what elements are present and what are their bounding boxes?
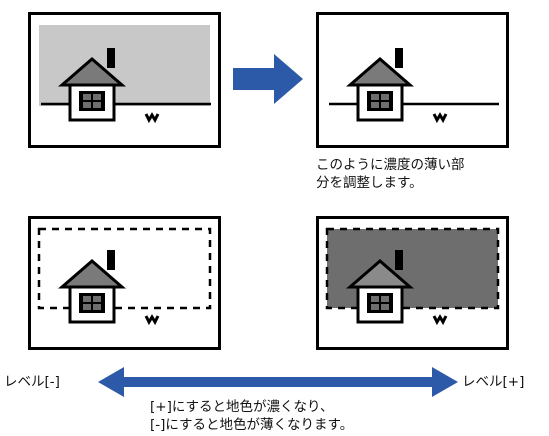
level-plus-label: レベル[+]: [462, 374, 525, 390]
grass-icon: [144, 112, 160, 124]
grass-icon: [432, 112, 448, 124]
house-icon: [57, 250, 127, 324]
house-icon: [345, 250, 415, 324]
double-arrow-icon: [98, 367, 458, 397]
top-caption: このように濃度の薄い部 分を調整します。: [316, 157, 465, 191]
grass-icon: [432, 314, 448, 326]
original-image-panel: [28, 12, 221, 148]
house-icon: [345, 48, 415, 122]
level-minus-label: レベル[-]: [4, 374, 60, 390]
grass-icon: [144, 314, 160, 326]
level-minus-panel: [28, 216, 221, 350]
light-background-area: [39, 25, 210, 106]
right-arrow-icon: [233, 54, 303, 104]
bottom-caption: [+]にすると地色が濃くなり、 [-]にすると地色が薄くなります。: [150, 399, 354, 433]
level-plus-panel: [316, 216, 509, 350]
house-icon: [57, 48, 127, 122]
adjusted-image-panel: [316, 12, 509, 148]
